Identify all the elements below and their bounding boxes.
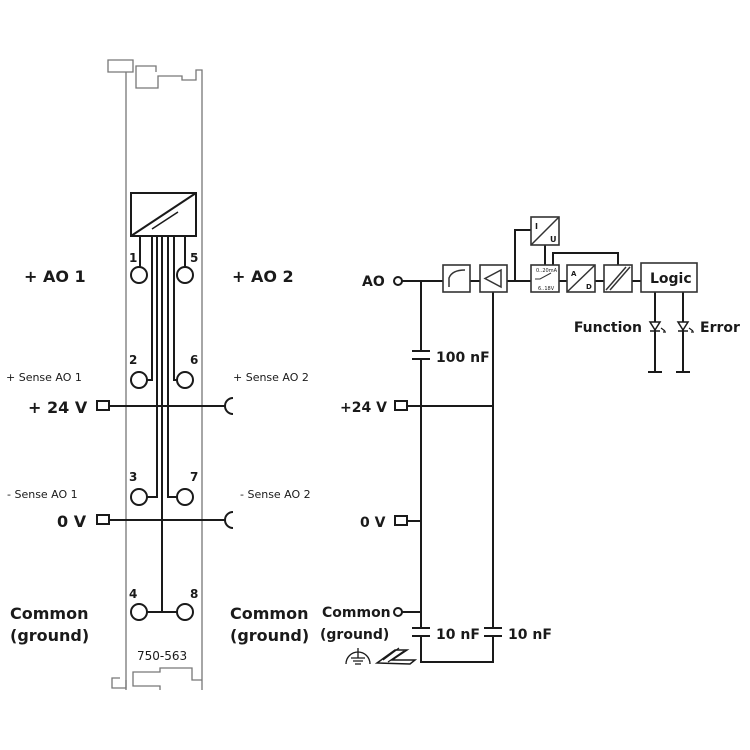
schematic-ao-label: AO bbox=[362, 274, 385, 290]
logic-block bbox=[640, 262, 698, 293]
led-error-label: Error bbox=[700, 320, 740, 336]
label-sense-ao1-minus: - Sense AO 1 bbox=[7, 488, 78, 501]
ad-label-a: A bbox=[571, 270, 577, 278]
terminal-number: 1 bbox=[129, 251, 137, 265]
terminal-number: 5 bbox=[190, 251, 198, 265]
iu-converter-block: I U bbox=[530, 216, 560, 246]
terminal-number: 6 bbox=[190, 353, 198, 367]
logic-label: Logic bbox=[650, 271, 692, 287]
switch-label-current: 0..20mA bbox=[536, 268, 558, 274]
capacitor-10nf-label-2: 10 nF bbox=[508, 627, 552, 643]
internal-wiring bbox=[139, 236, 186, 613]
mode-switch-block: 0..20mA 6..18V bbox=[530, 264, 560, 293]
terminal-5[interactable] bbox=[176, 266, 194, 284]
ad-label-d: D bbox=[586, 283, 592, 291]
terminal-block-housing bbox=[107, 59, 203, 690]
terminal-2[interactable] bbox=[130, 371, 148, 389]
label-24v: + 24 V bbox=[28, 398, 88, 417]
isolation-block-icon bbox=[603, 264, 633, 293]
rail-0v bbox=[96, 511, 234, 529]
terminal-points bbox=[130, 266, 194, 621]
schematic-24v-label: +24 V bbox=[340, 400, 387, 416]
label-common-right: Common bbox=[230, 604, 308, 623]
terminal-number: 7 bbox=[190, 470, 198, 484]
amplifier-block-icon bbox=[479, 264, 508, 293]
led-error-icon bbox=[676, 321, 694, 333]
rail-24v bbox=[96, 397, 234, 415]
capacitor-100nf-label: 100 nF bbox=[436, 350, 490, 366]
din-rail-icon bbox=[374, 647, 418, 665]
capacitor-10nf-label: 10 nF bbox=[436, 627, 480, 643]
label-sense-ao2-minus: - Sense AO 2 bbox=[240, 488, 311, 501]
terminal-6[interactable] bbox=[176, 371, 194, 389]
label-ao2: + AO 2 bbox=[232, 267, 294, 286]
iu-label-i: I bbox=[535, 222, 538, 231]
ad-converter-block: A D bbox=[566, 264, 596, 293]
part-number: 750-563 bbox=[137, 649, 187, 663]
terminal-number: 2 bbox=[129, 353, 137, 367]
schematic-wiring bbox=[393, 229, 690, 663]
label-ground-left: (ground) bbox=[10, 626, 89, 645]
switch-label-voltage: 6..18V bbox=[538, 286, 555, 292]
terminal-3[interactable] bbox=[130, 488, 148, 506]
terminal-1[interactable] bbox=[130, 266, 148, 284]
schematic-0v-label: 0 V bbox=[360, 515, 386, 531]
label-sense-ao1-plus: + Sense AO 1 bbox=[6, 371, 82, 384]
terminal-7[interactable] bbox=[176, 488, 194, 506]
terminal-4[interactable] bbox=[130, 603, 148, 621]
protective-earth-icon bbox=[345, 648, 371, 665]
filter-block-icon bbox=[442, 264, 471, 293]
schematic-ground-label: (ground) bbox=[320, 627, 389, 643]
led-function-icon bbox=[648, 321, 666, 333]
label-common-left: Common bbox=[10, 604, 88, 623]
label-ground-right: (ground) bbox=[230, 626, 309, 645]
label-ao1: + AO 1 bbox=[24, 267, 86, 286]
isolation-converter-icon bbox=[130, 192, 197, 237]
terminal-number: 3 bbox=[129, 470, 137, 484]
terminal-number: 4 bbox=[129, 587, 137, 601]
schematic-common-label: Common bbox=[322, 605, 391, 621]
label-0v: 0 V bbox=[57, 512, 87, 531]
terminal-8[interactable] bbox=[176, 603, 194, 621]
label-sense-ao2-plus: + Sense AO 2 bbox=[233, 371, 309, 384]
led-function-label: Function bbox=[574, 320, 642, 336]
iu-label-u: U bbox=[550, 235, 557, 244]
terminal-number: 8 bbox=[190, 587, 198, 601]
